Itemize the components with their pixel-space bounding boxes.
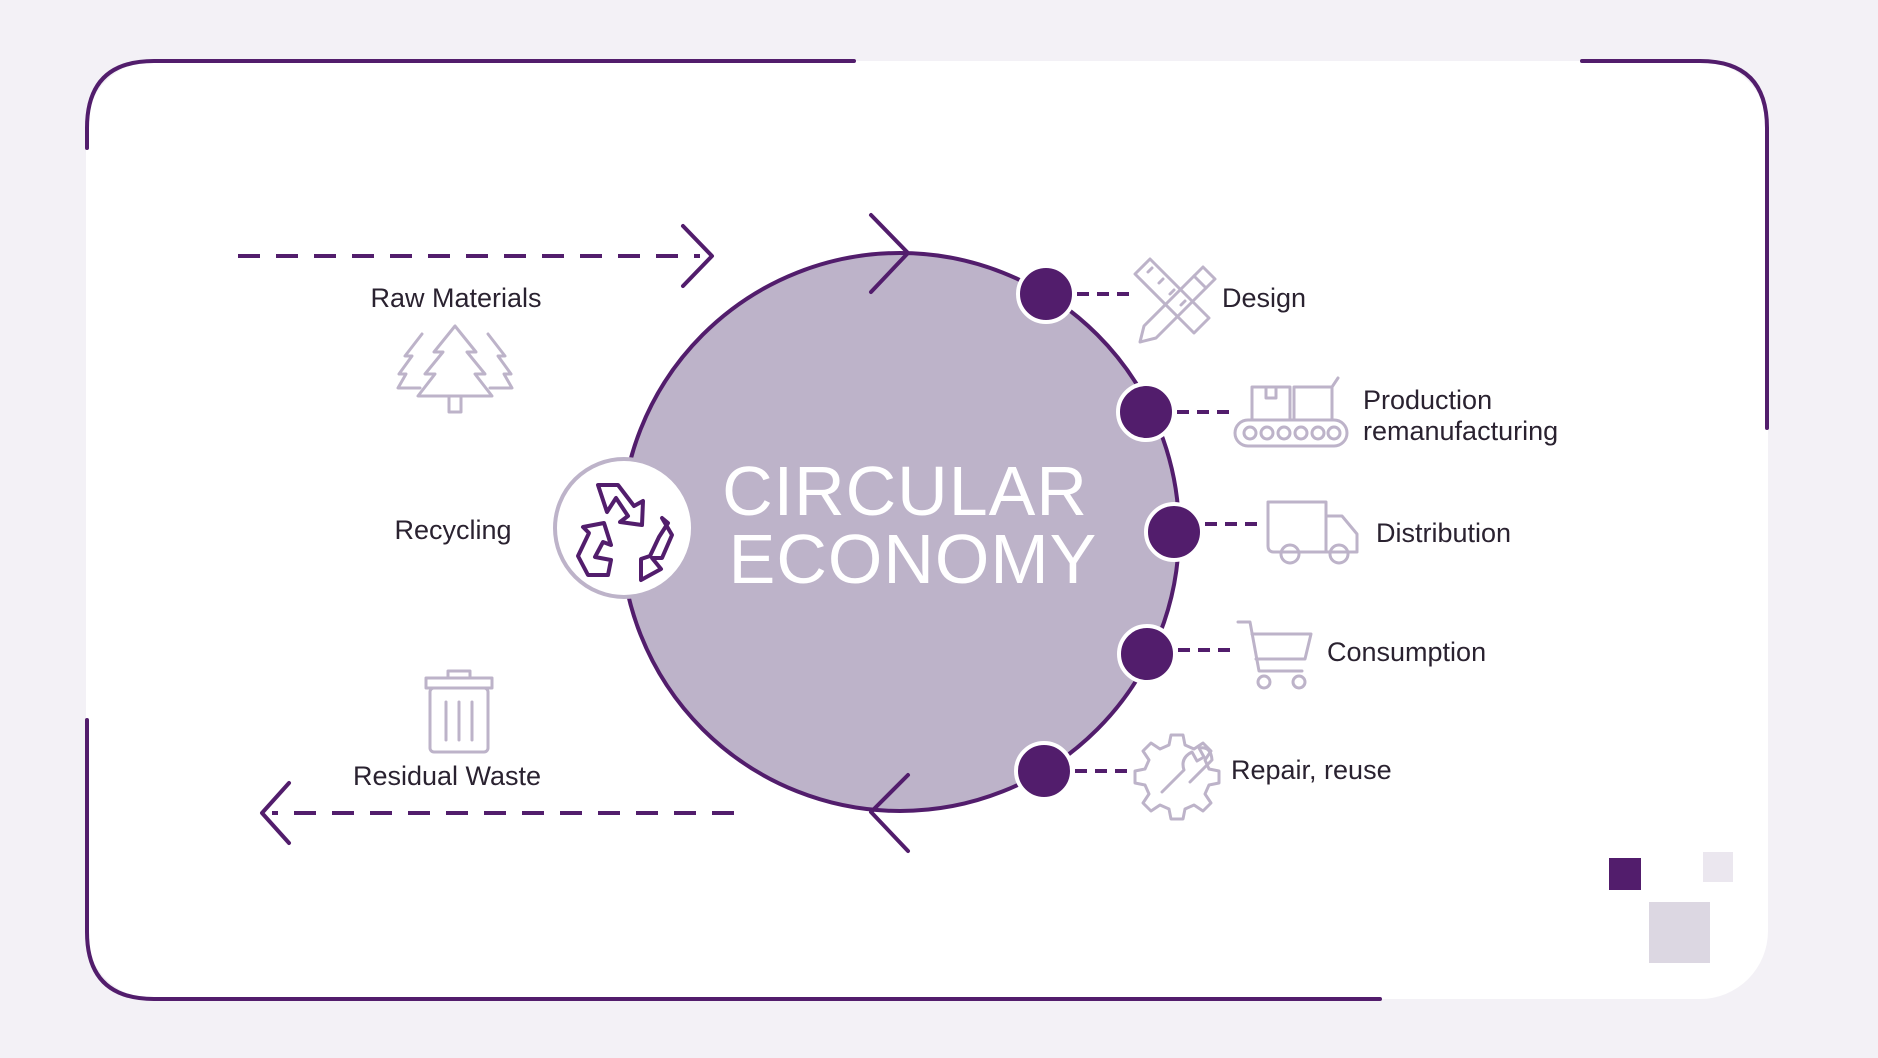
trash-can-icon: [424, 669, 494, 754]
trees-icon: [396, 324, 514, 414]
residual-waste-label: Residual Waste: [353, 761, 541, 791]
residual-waste-arrow: [260, 781, 734, 845]
stage-dot: [1144, 502, 1204, 562]
title-line-2: ECONOMY: [729, 520, 1098, 598]
stage-repair: Repair, reuse: [1014, 733, 1392, 821]
raw-materials-arrow: [238, 224, 714, 288]
stage-distribution: Distribution: [1144, 500, 1511, 565]
circle-arrow-top-icon: [869, 213, 910, 294]
stage-dot: [1016, 264, 1076, 324]
stage-label: Repair, reuse: [1231, 755, 1392, 785]
ruler-pencil-icon: [1133, 257, 1217, 344]
title-line-1: CIRCULAR: [722, 452, 1088, 530]
conveyor-belt-icon: [1233, 376, 1349, 448]
frame-border: [85, 59, 1769, 1001]
circle-arrow-bottom-icon: [869, 773, 910, 853]
stage-label: Production: [1363, 385, 1492, 415]
recycling-label: Recycling: [394, 515, 511, 545]
stage-design: Design: [1016, 257, 1306, 344]
stage-production: Production remanufacturing: [1116, 376, 1558, 448]
stage-consumption: Consumption: [1117, 620, 1486, 690]
recycle-icon: [576, 483, 674, 582]
stage-dot: [1116, 382, 1176, 442]
stage-label-line-2: remanufacturing: [1363, 416, 1558, 446]
stage-dot: [1014, 741, 1074, 801]
shopping-cart-icon: [1236, 620, 1313, 690]
stage-label: Design: [1222, 283, 1306, 313]
stage-label: Distribution: [1376, 518, 1511, 548]
stage-label: Consumption: [1327, 637, 1486, 667]
raw-materials-label: Raw Materials: [370, 283, 541, 313]
gear-wrench-icon: [1133, 733, 1221, 821]
recycling-badge: [553, 457, 695, 599]
decorative-squares: [1609, 852, 1733, 963]
truck-icon: [1266, 500, 1359, 565]
stage-dot: [1117, 624, 1177, 684]
